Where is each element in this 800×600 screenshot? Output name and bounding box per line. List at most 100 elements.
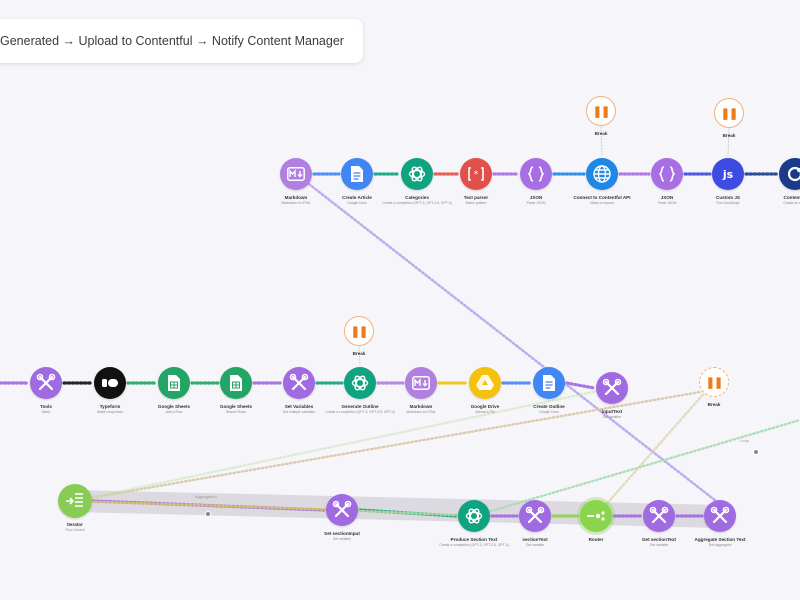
module-subtitle: Markdown to HTML <box>406 410 436 414</box>
router-icon[interactable] <box>580 500 612 532</box>
route-filter-dot[interactable] <box>205 511 211 517</box>
document-icon[interactable] <box>341 158 373 190</box>
module-label: JSON <box>529 195 543 200</box>
module-subtitle: Create a completion (GPT-3, GPT-3.5, GPT… <box>382 201 452 205</box>
module-subtitle: Text aggregator <box>708 543 732 547</box>
module-subtitle: Watch responses <box>96 410 124 414</box>
link-create-outline-inputtext <box>565 381 596 390</box>
tools-icon[interactable] <box>519 500 551 532</box>
sheets-icon[interactable] <box>158 367 190 399</box>
pause-icon[interactable]: ❚❚ <box>714 98 744 128</box>
typeform-icon[interactable] <box>94 367 126 399</box>
module-subtitle: Parse JSON <box>657 201 677 205</box>
module-subtitle: Get variable <box>649 543 669 547</box>
break-label: Break <box>594 131 608 136</box>
module-subtitle: Get variable <box>525 543 545 547</box>
tools-icon[interactable] <box>283 367 315 399</box>
json-icon[interactable] <box>520 158 552 190</box>
module-label: Connect to Contentful API <box>573 195 631 200</box>
link-iterator-to-break4 <box>82 390 702 501</box>
link-iterator-to-inputtext <box>73 386 614 503</box>
tools-icon[interactable] <box>704 500 736 532</box>
link-router-to-break4 <box>594 380 716 518</box>
pause-icon[interactable]: ❚❚ <box>586 96 616 126</box>
break-label: Break <box>707 402 721 407</box>
module-label: Custom JS <box>716 195 740 200</box>
module-label: Google Sheets <box>157 404 191 409</box>
scenario-title-banner: Generated → Upload to Contentful → Notif… <box>0 19 363 63</box>
module-label: Set Variables <box>284 404 314 409</box>
module-subtitle: Google Docs <box>539 410 559 414</box>
module-subtitle: Create a completion (GPT-3, GPT-3.5, GPT… <box>439 543 509 547</box>
markdown-icon[interactable] <box>405 367 437 399</box>
module-label: Markdown <box>409 404 433 409</box>
module-label: Aggregate Section Text <box>694 537 746 542</box>
sheets-icon[interactable] <box>220 367 252 399</box>
js-icon[interactable]: js <box>712 158 744 190</box>
break-label: Break <box>722 133 736 138</box>
iterator-route-band <box>75 490 720 528</box>
tools-icon[interactable] <box>643 500 675 532</box>
module-label: Typeform <box>99 404 121 409</box>
module-label: Router <box>588 537 604 542</box>
module-subtitle: Parse JSON <box>526 201 546 205</box>
module-label: sectionText <box>522 537 548 542</box>
module-label: Contentful <box>783 195 800 200</box>
module-subtitle: Flow Control <box>65 528 85 532</box>
module-label: Produce Section Text <box>450 537 498 542</box>
json-icon[interactable] <box>651 158 683 190</box>
markdown-icon[interactable] <box>280 158 312 190</box>
module-subtitle: Run JavaScript <box>716 201 740 205</box>
iterator-icon[interactable] <box>58 484 92 518</box>
pause-icon[interactable]: ❚❚ <box>344 316 374 346</box>
module-label: Create Outline <box>533 404 565 409</box>
scenario-title-text: Generated → Upload to Contentful → Notif… <box>0 34 344 48</box>
module-subtitle: Make a request <box>590 201 614 205</box>
route-label-loop: Loop <box>740 438 749 443</box>
regex-icon[interactable]: * <box>460 158 492 190</box>
openai-icon[interactable] <box>344 367 376 399</box>
svg-text:*: * <box>474 170 479 180</box>
link-iterator-to-set-sectioninput <box>73 499 344 512</box>
drive-icon[interactable] <box>469 367 501 399</box>
tools-icon[interactable] <box>596 372 628 404</box>
module-subtitle: Match pattern <box>465 201 487 205</box>
module-label: Text parser <box>463 195 489 200</box>
openai-icon[interactable] <box>458 500 490 532</box>
module-subtitle: Add a Row <box>165 410 183 414</box>
tools-icon[interactable] <box>326 494 358 526</box>
module-subtitle: Set variable <box>333 537 351 541</box>
module-label: JSON <box>660 195 674 200</box>
module-label: Categories <box>405 195 429 200</box>
module-subtitle: Markdown to HTML <box>281 201 311 205</box>
module-label: Tools <box>40 404 52 409</box>
module-label: Markdown <box>284 195 308 200</box>
module-label: Google Drive <box>470 404 500 409</box>
svg-text:js: js <box>722 168 734 181</box>
document-icon[interactable] <box>533 367 565 399</box>
link-set-to-produce <box>340 508 476 518</box>
module-subtitle: Set variable <box>603 415 621 419</box>
openai-icon[interactable] <box>401 158 433 190</box>
pause-icon[interactable]: ❚❚ <box>699 367 729 397</box>
contentful-icon[interactable] <box>779 158 800 190</box>
link-break3 <box>358 346 361 366</box>
module-label: Create Article <box>342 195 372 200</box>
module-subtitle: Create an entry <box>783 201 800 205</box>
route-filter-dot[interactable] <box>753 449 759 455</box>
globe-icon[interactable] <box>586 158 618 190</box>
module-subtitle: Create a completion (GPT-3, GPT-3.5, GPT… <box>325 410 395 414</box>
tools-icon[interactable] <box>30 367 62 399</box>
module-label: inputText <box>601 409 623 414</box>
module-label: Set sectionInput <box>324 531 360 536</box>
module-subtitle: Search Rows <box>225 410 247 414</box>
module-subtitle: Google Docs <box>347 201 367 205</box>
route-label-aggregation: Aggregation <box>195 494 217 499</box>
module-subtitle: Upload a File <box>475 410 495 414</box>
link-break1 <box>600 126 603 157</box>
module-label: Get sectionText <box>641 537 677 542</box>
module-subtitle: Sleep <box>41 410 51 414</box>
module-label: Generate Outline <box>341 404 379 409</box>
module-subtitle: Set multiple variables <box>282 410 316 414</box>
